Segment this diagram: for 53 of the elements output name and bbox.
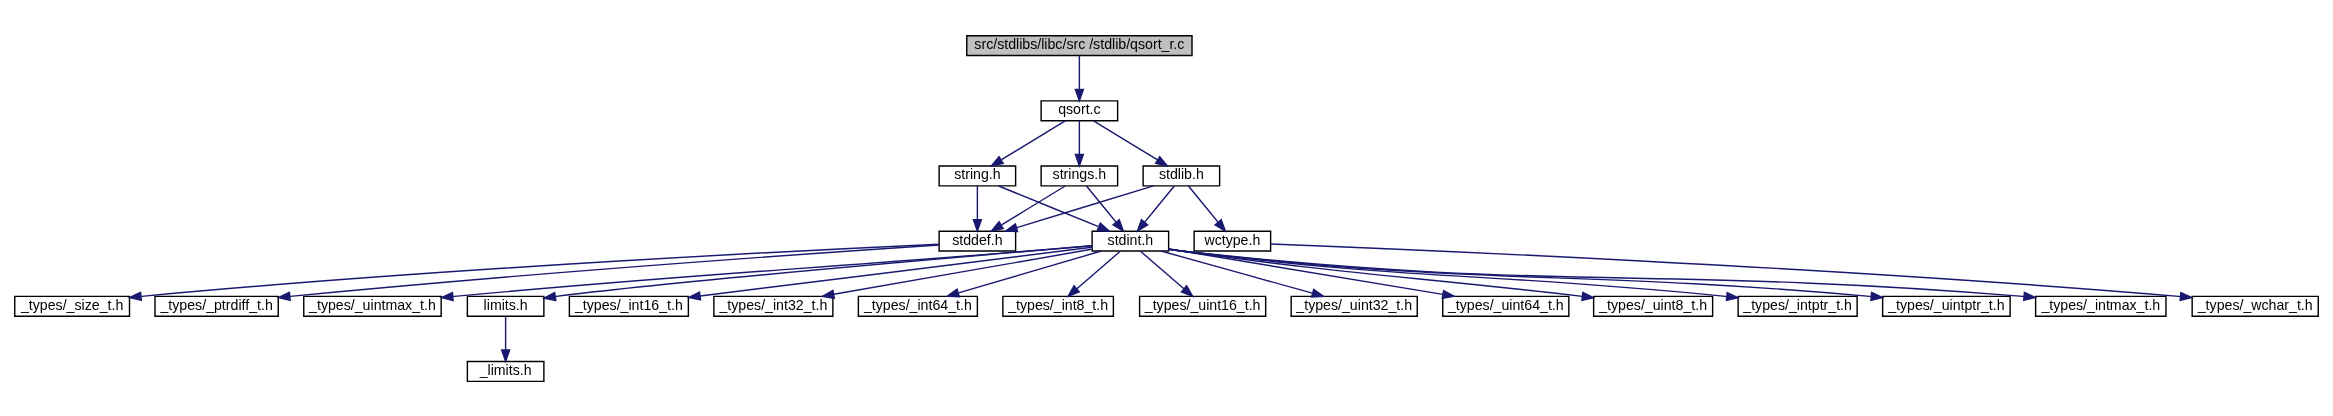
arrow [820, 248, 1093, 299]
arrow [1092, 119, 1170, 167]
arrow [1168, 248, 1885, 301]
arrow [1168, 248, 2038, 301]
node-box: _types/_uint64_t.h [1442, 295, 1570, 317]
node-box: strings.h [1040, 164, 1119, 187]
arrow [1136, 184, 1175, 233]
arrow [945, 249, 1102, 298]
arrow [1168, 247, 1457, 299]
arrow [1085, 184, 1125, 233]
arrow [1160, 249, 1326, 298]
node-box: _types/_intmax_t.h [2034, 295, 2167, 317]
node-box: limits.h [466, 295, 545, 317]
arrow [439, 244, 1093, 301]
arrow [1139, 249, 1195, 298]
arrow [500, 315, 511, 364]
node-box: _types/_int64_t.h [857, 295, 979, 317]
node-box: _types/_uintmax_t.h [303, 295, 442, 317]
node-box: stdint.h [1091, 229, 1170, 252]
arrow [1270, 242, 2194, 301]
arrow [127, 243, 940, 301]
node-box: _types/_size_t.h [14, 295, 131, 317]
node-box: _types/_int16_t.h [568, 295, 690, 317]
node-box: _types/_uint32_t.h [1290, 295, 1418, 317]
node-box: _types/_int8_t.h [1002, 295, 1115, 317]
arrow [1066, 249, 1122, 298]
arrow [1168, 248, 1741, 301]
node-box: src/stdlibs/libc/src /stdlib/qsort_r.c [966, 34, 1193, 56]
node-box: _types/_uint16_t.h [1138, 295, 1267, 317]
node-box: stddef.h [938, 229, 1017, 252]
node-box: _types/_int32_t.h [713, 295, 834, 317]
arrow [1074, 119, 1085, 168]
node-box: _types/_uintptr_t.h [1881, 295, 2011, 317]
arrow [1074, 54, 1085, 103]
arrow [989, 119, 1066, 167]
node-box: wctype.h [1193, 229, 1272, 252]
arrow [972, 184, 983, 233]
arrow [686, 246, 1093, 301]
node-box: _types/_intptr_t.h [1737, 295, 1858, 317]
arrow [541, 244, 1093, 301]
arrow [1003, 184, 1155, 232]
node-box: _types/_wchar_t.h [2191, 295, 2319, 317]
arrow [989, 184, 1066, 232]
arrow [1187, 184, 1227, 233]
arrow [1168, 247, 1596, 301]
node-box: qsort.c [1040, 99, 1119, 121]
arrow [276, 243, 940, 301]
node-box: stdlib.h [1142, 164, 1221, 187]
arrow [997, 184, 1112, 232]
node-box: _types/_uint8_t.h [1592, 295, 1714, 317]
node-box: _types/_ptrdiff_t.h [154, 295, 279, 317]
node-box: string.h [938, 164, 1017, 187]
node-box: _limits.h [466, 360, 545, 382]
